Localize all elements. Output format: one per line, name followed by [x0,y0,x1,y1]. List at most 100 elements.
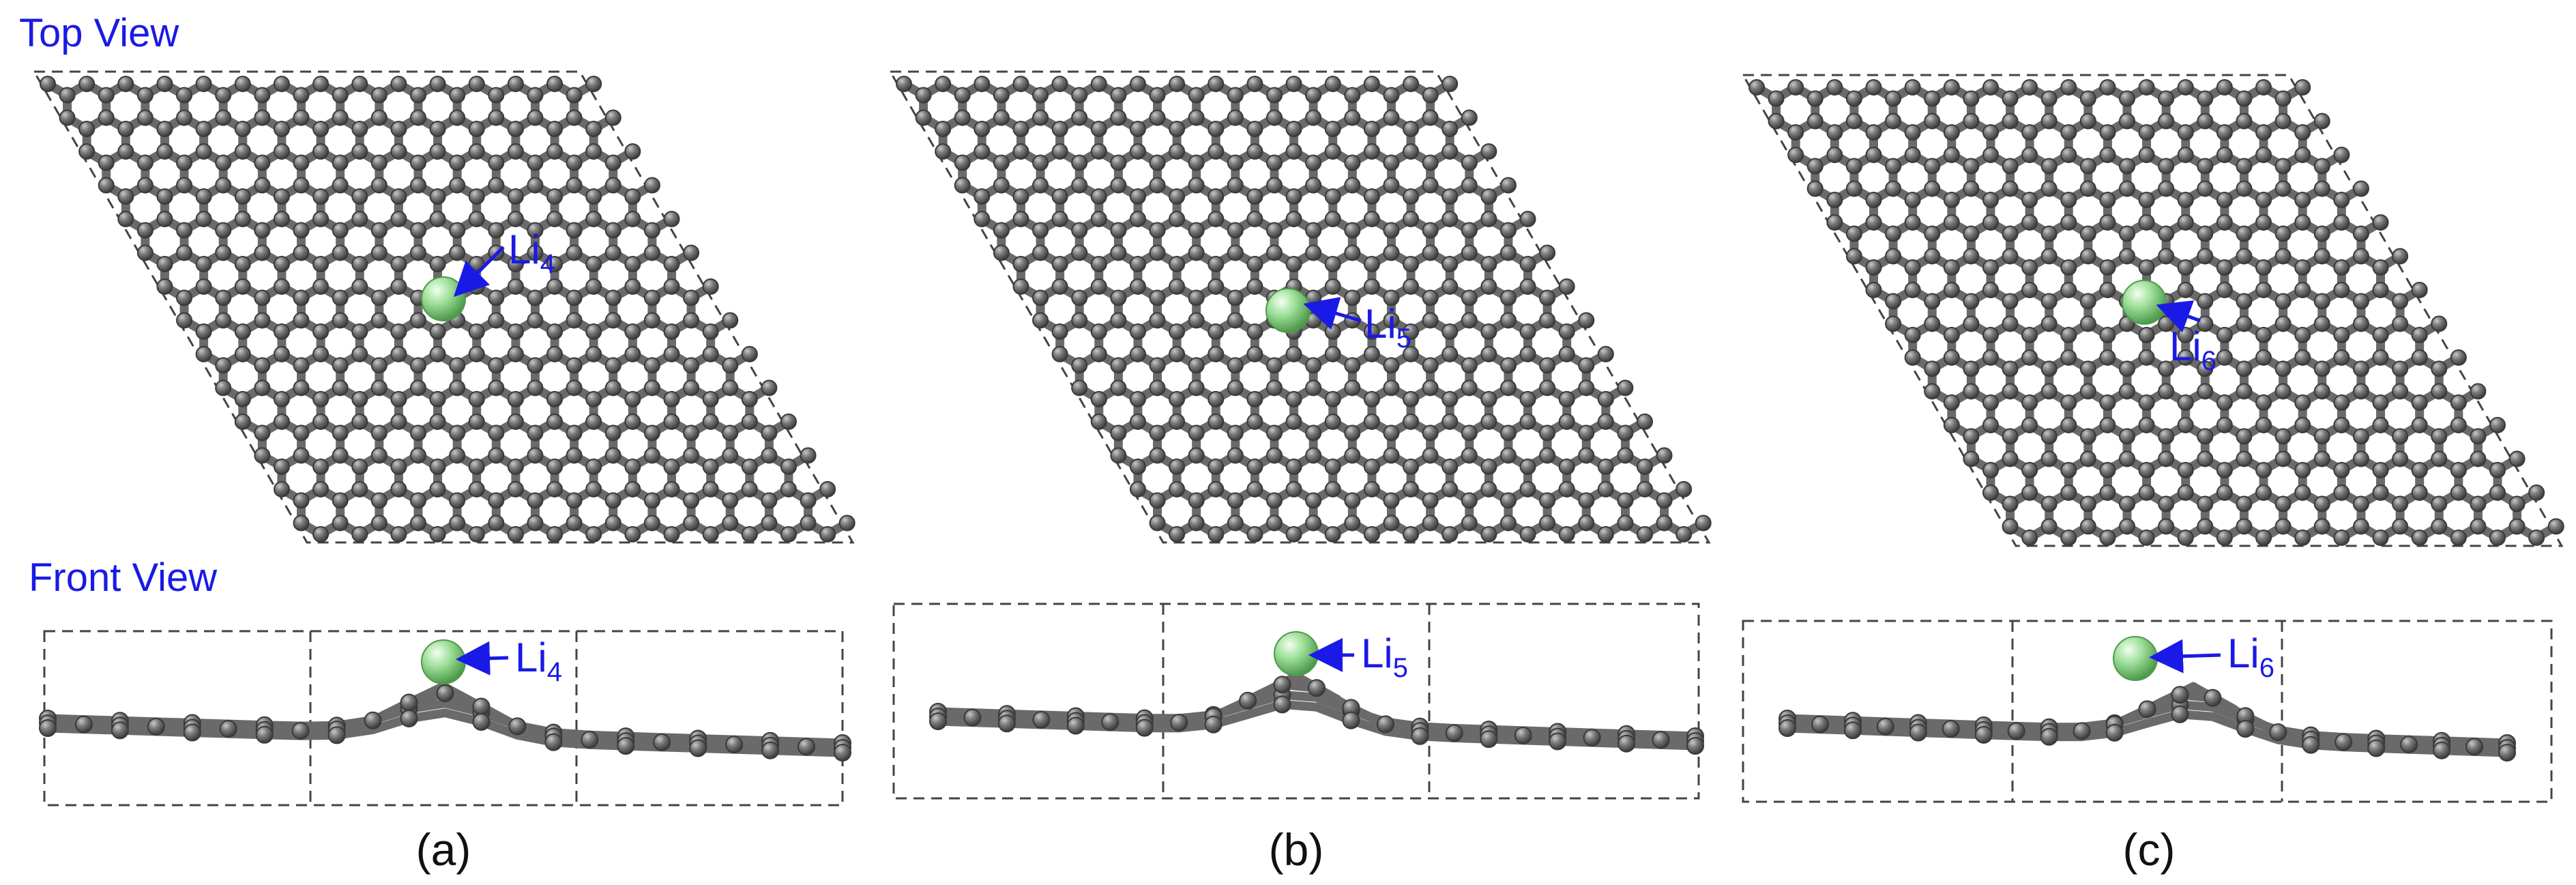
carbon-atom [2079,428,2096,445]
carbon-atom [409,379,426,396]
carbon-atom [974,188,991,205]
carbon-atom [2392,248,2409,265]
carbon-atom [643,222,660,239]
carbon-atom [293,154,310,171]
carbon-atom [624,143,641,160]
carbon-atom [604,357,621,374]
carbon-atom [2274,180,2292,197]
carbon-atom [1090,278,1107,295]
carbon-atom [1411,727,1429,745]
carbon-atom [429,414,446,430]
carbon-atom [332,154,349,171]
carbon-atom [2118,518,2135,535]
carbon-atom [689,739,707,757]
carbon-atom [585,121,602,137]
carbon-atom [1208,211,1225,227]
carbon-atom [507,414,524,430]
carbon-atom [2236,248,2253,265]
carbon-atom [2138,417,2155,433]
carbon-atom [997,714,1016,733]
carbon-atom [507,323,524,340]
carbon-atom [429,143,446,160]
carbon-atom [2079,383,2096,400]
carbon-atom [800,514,817,532]
carbon-atom [488,447,505,464]
carbon-atom [2274,360,2292,377]
carbon-atom [1695,514,1712,532]
carbon-atom [1885,315,1902,332]
carbon-atom [1071,222,1088,239]
carbon-atom [1208,481,1225,497]
carbon-atom [624,188,641,205]
carbon-atom [429,211,446,227]
carbon-atom [507,481,524,497]
carbon-atom [1324,256,1341,272]
carbon-atom [2489,484,2506,501]
carbon-atom [2216,282,2233,298]
carbon-atom [1265,154,1283,171]
carbon-atom [1480,459,1497,475]
carbon-atom [1090,121,1107,137]
carbon-atom [2313,428,2330,445]
carbon-atom [2294,462,2311,478]
carbon-atom [2333,214,2350,231]
carbon-atom [2411,349,2428,366]
carbon-atom [449,492,466,509]
carbon-atom [546,143,564,160]
carbon-atom [390,414,407,430]
carbon-atom [1806,180,1824,197]
carbon-atom [2274,383,2292,400]
top-view-b: Li5 [888,70,1712,544]
carbon-atom [761,447,778,464]
carbon-atom [2099,214,2116,231]
carbon-atom [2431,450,2448,467]
carbon-atom [273,188,290,205]
carbon-atom [176,177,193,194]
carbon-atom [2099,259,2116,276]
carbon-atom [2040,113,2058,130]
carbon-atom [585,256,602,272]
carbon-atom [254,357,271,374]
carbon-atom [2334,733,2353,751]
carbon-atom [1012,143,1029,160]
carbon-atom [1636,481,1653,497]
carbon-atom [2313,180,2330,197]
carbon-atom [1285,76,1302,92]
carbon-atom [1012,188,1029,205]
carbon-atom [273,121,290,137]
carbon-atom [370,357,387,374]
carbon-atom [1363,76,1380,92]
carbon-atom [566,154,583,171]
carbon-atom [2470,495,2487,512]
carbon-atom [1480,346,1497,362]
carbon-atom [2177,124,2194,141]
carbon-atom [2060,147,2077,163]
carbon-atom [1376,715,1394,734]
carbon-atom [1071,109,1088,126]
carbon-atom [624,278,641,295]
carbon-atom [1012,278,1029,295]
carbon-atom [1051,121,1068,137]
carbon-atom [1383,379,1400,396]
carbon-atom [1403,346,1420,362]
carbon-atom [1441,143,1459,160]
carbon-atom [585,414,602,430]
carbon-atom [993,244,1010,261]
carbon-atom [468,346,485,362]
carbon-atom [741,481,758,497]
carbon-atom [2177,417,2194,433]
carbon-atom [2508,495,2526,512]
carbon-atom [1169,346,1186,362]
carbon-atom [312,346,330,362]
carbon-atom [2528,529,2545,546]
carbon-atom [1129,188,1146,205]
carbon-atom [215,379,232,396]
carbon-atom [1499,447,1517,464]
carbon-atom [332,312,349,329]
carbon-atom [1865,214,1882,231]
carbon-atom [176,244,193,261]
li-label-top-b: Li5 [1364,301,1411,353]
carbon-atom [546,459,564,475]
carbon-atom [722,357,739,374]
carbon-atom [1051,346,1068,362]
